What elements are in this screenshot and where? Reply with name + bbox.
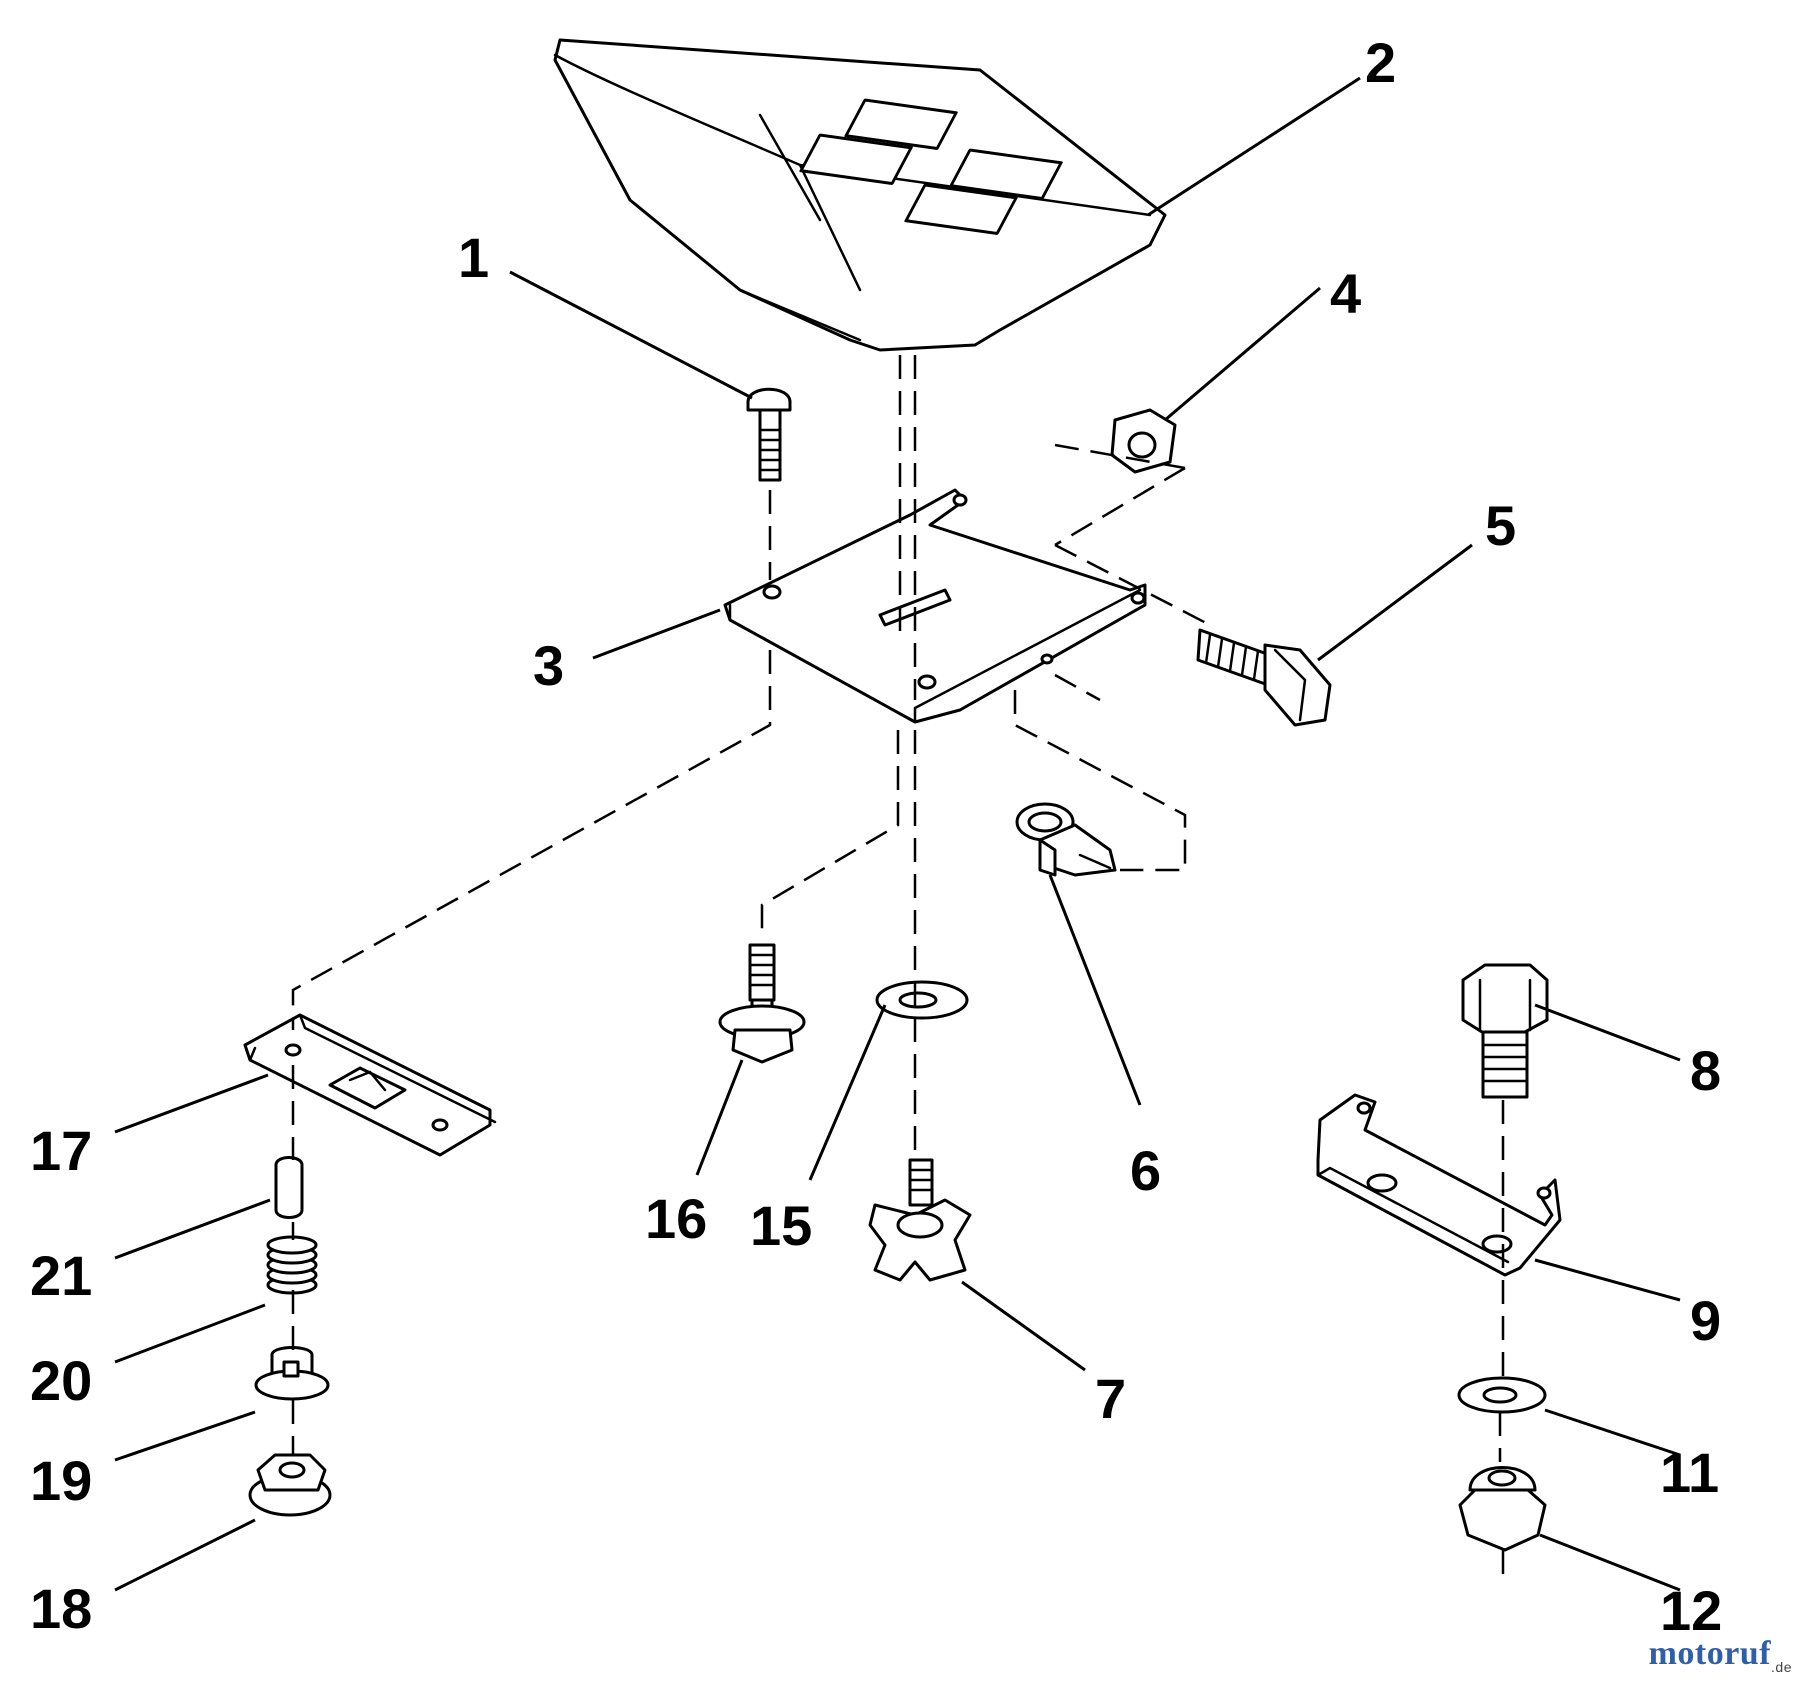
callout-17: 17 [30,1119,92,1182]
callout-8: 8 [1690,1039,1721,1102]
pin-part-21[interactable] [274,1156,304,1219]
hex-bolt-part-5[interactable] [1196,628,1332,727]
shoulder-bolt-part-16[interactable] [718,943,806,1064]
callout-12: 12 [1660,1579,1722,1642]
callout-labels: 2 1 4 5 3 6 7 8 9 11 12 15 16 17 21 20 1… [30,31,1722,1642]
callout-16: 16 [645,1187,707,1250]
seat-bracket-part-3[interactable] [723,488,1147,724]
callout-11: 11 [1660,1441,1719,1504]
hex-bolt-part-8[interactable] [1461,963,1549,1099]
flange-nut-part-18[interactable] [248,1453,332,1517]
callout-20: 20 [30,1349,92,1412]
leader-lines [114,76,1681,1592]
slide-plate-part-17[interactable] [243,1013,497,1157]
callout-4: 4 [1330,262,1361,325]
watermark-brand: motoruf [1648,1635,1772,1673]
callout-5: 5 [1485,494,1516,557]
bracket-part-9[interactable] [1316,1093,1562,1277]
callout-3: 3 [533,634,564,697]
seat-part-2[interactable] [553,38,1167,352]
watermark-logo: motoruf.de [1649,1635,1792,1675]
callout-15: 15 [750,1194,812,1257]
washer-part-11[interactable] [1457,1376,1547,1414]
star-knob-part-7[interactable] [868,1158,972,1282]
callout-1: 1 [458,226,489,289]
callout-7: 7 [1095,1367,1126,1430]
flange-bushing-part-19[interactable] [254,1346,330,1401]
callout-19: 19 [30,1449,92,1512]
spring-part-20[interactable] [266,1235,318,1295]
switch-clip-part-6[interactable] [1015,802,1117,877]
callout-9: 9 [1690,1289,1721,1352]
callout-21: 21 [30,1244,92,1307]
callout-2: 2 [1365,31,1396,94]
assembly-lines [291,355,1505,1580]
lock-nut-part-12[interactable] [1458,1466,1547,1552]
callout-18: 18 [30,1577,92,1640]
callout-6: 6 [1130,1139,1161,1202]
carriage-bolt-part-1[interactable] [746,387,792,482]
watermark-suffix: .de [1771,1659,1792,1675]
washer-part-15[interactable] [875,980,969,1020]
